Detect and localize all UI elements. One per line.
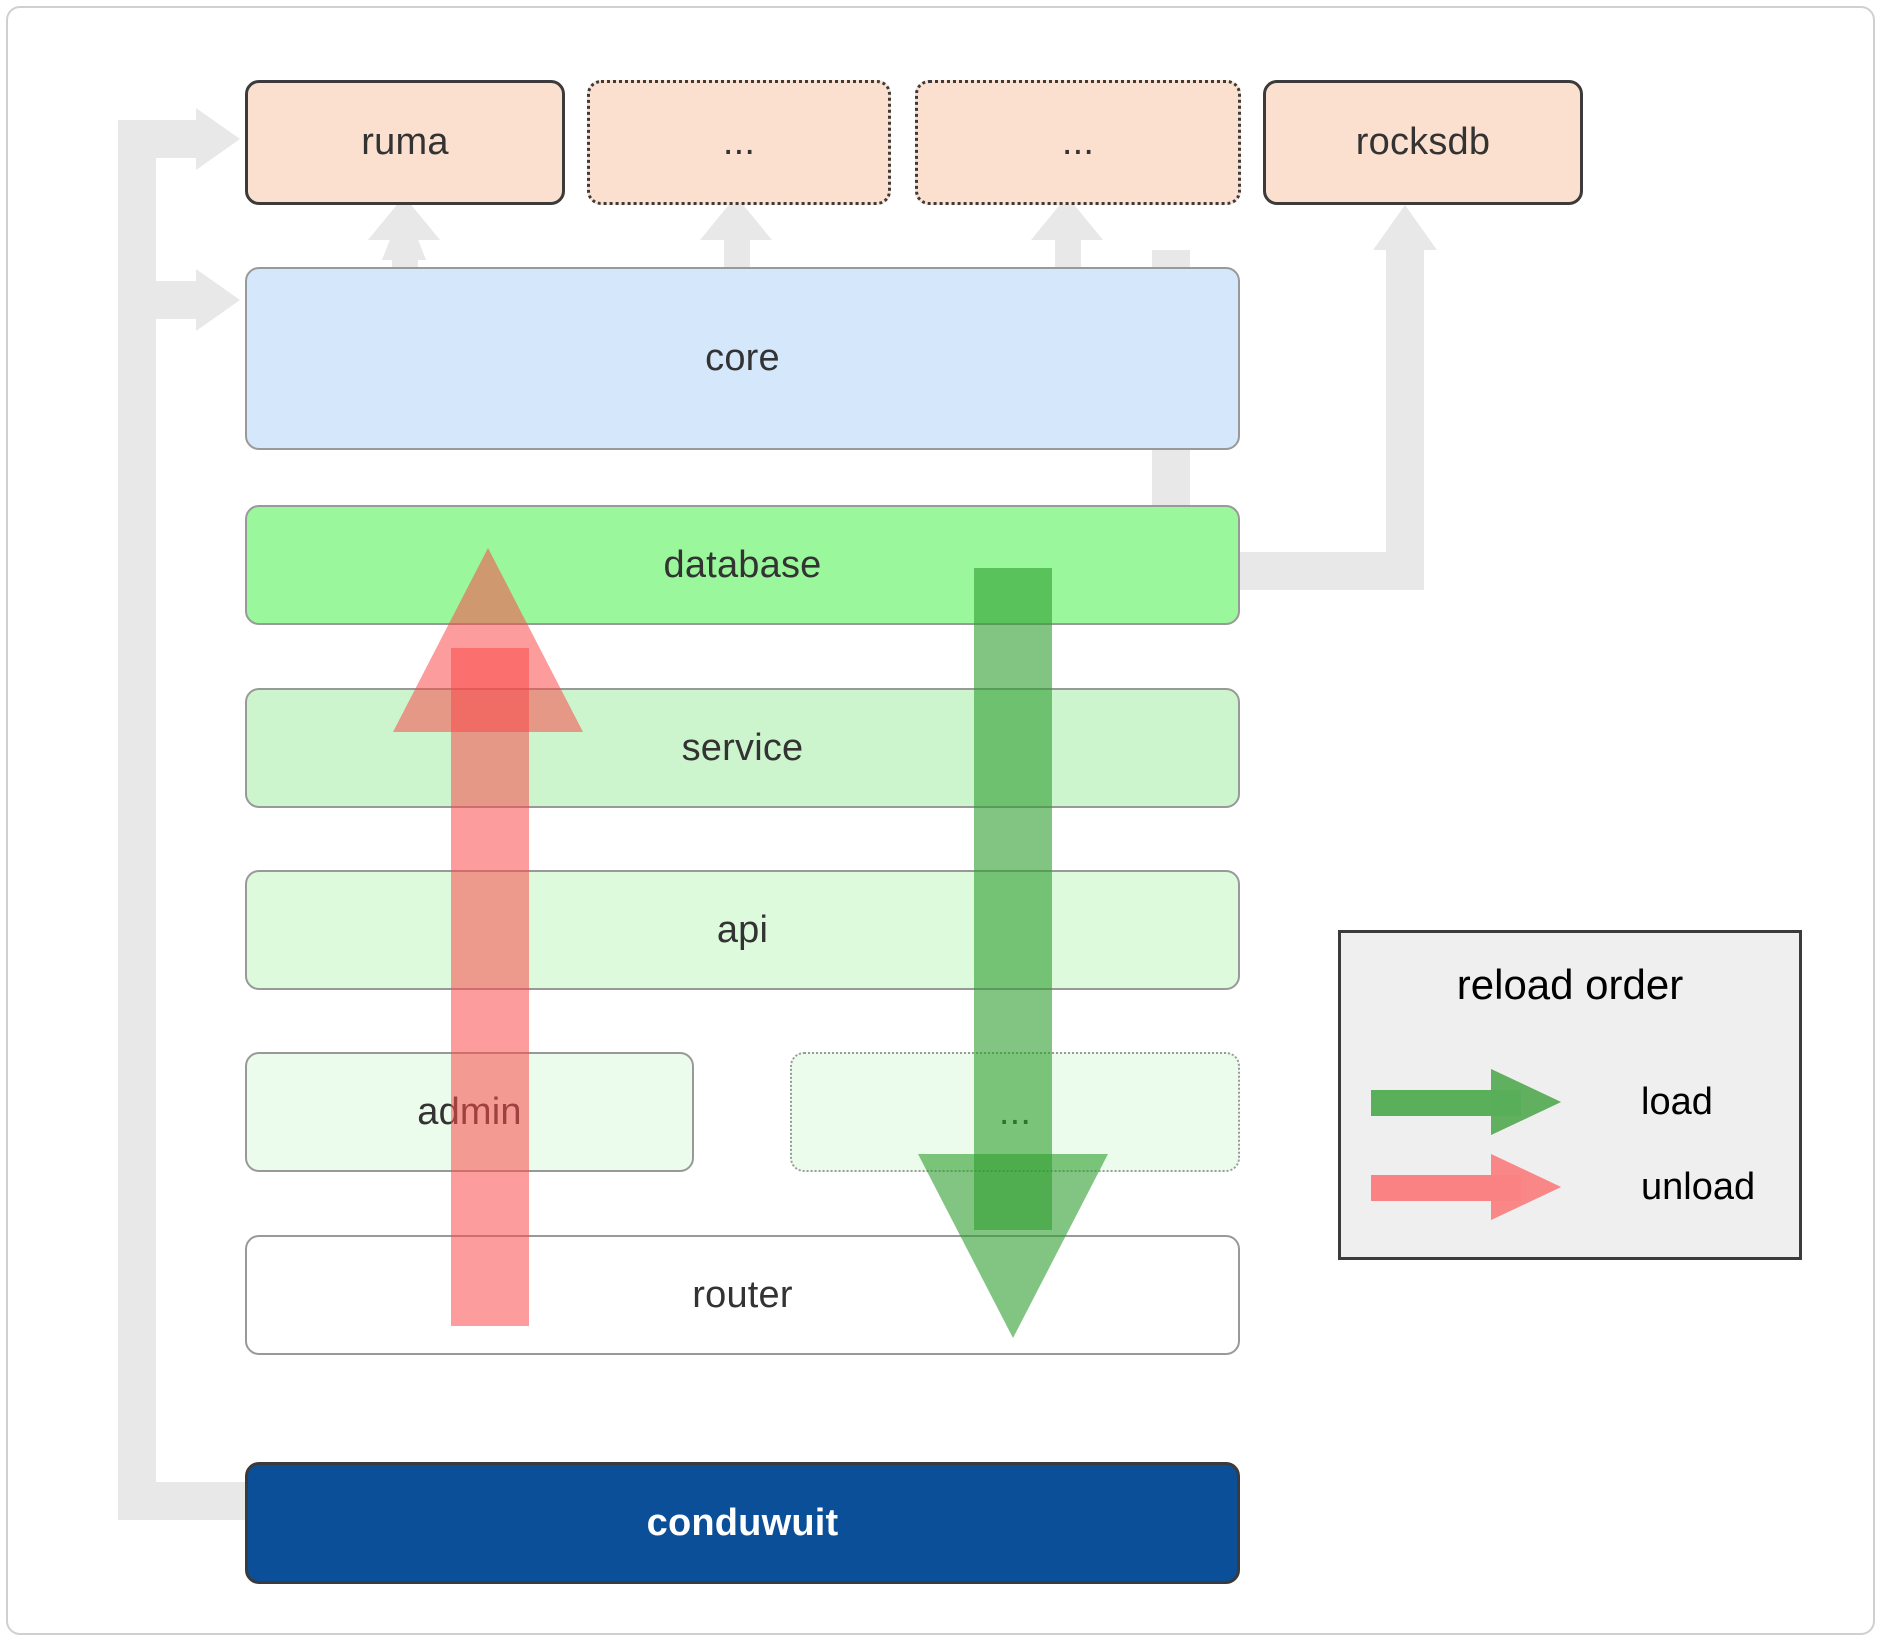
- legend-title: reload order: [1456, 961, 1684, 1008]
- module-box-ellipsis-2[interactable]: ...: [915, 80, 1241, 205]
- module-box-admin[interactable]: admin: [245, 1052, 694, 1172]
- module-box-service[interactable]: service: [245, 688, 1240, 808]
- diagram-frame: [6, 6, 1875, 1635]
- legend-unload-arrow-icon: [1371, 1154, 1561, 1220]
- legend-label-load: load: [1641, 1081, 1713, 1123]
- root-label: conduwuit: [646, 1501, 839, 1544]
- module-label: rocksdb: [1355, 121, 1491, 163]
- module-box-ruma[interactable]: ruma: [245, 80, 565, 205]
- module-box-ellipsis-1[interactable]: ...: [587, 80, 891, 205]
- module-box-router[interactable]: router: [245, 1235, 1240, 1355]
- module-box-ellipsis-3[interactable]: ...: [790, 1052, 1240, 1172]
- module-label: service: [681, 726, 804, 769]
- module-label: router: [692, 1273, 793, 1316]
- module-label: ruma: [361, 121, 449, 163]
- root-box-conduwuit[interactable]: conduwuit: [245, 1462, 1240, 1584]
- module-box-rocksdb[interactable]: rocksdb: [1263, 80, 1583, 205]
- legend-panel: reload order load unload: [1338, 930, 1802, 1260]
- module-label: database: [663, 543, 822, 586]
- legend-load-arrow-icon: [1371, 1069, 1561, 1135]
- module-label: ...: [998, 1090, 1032, 1133]
- module-label: api: [716, 908, 769, 951]
- legend-label-unload: unload: [1641, 1166, 1756, 1208]
- module-label: ...: [1061, 121, 1095, 163]
- module-box-database[interactable]: database: [245, 505, 1240, 625]
- module-label: ...: [722, 121, 756, 163]
- module-label: admin: [417, 1090, 522, 1133]
- module-box-api[interactable]: api: [245, 870, 1240, 990]
- module-label: core: [705, 337, 780, 379]
- module-box-core[interactable]: core: [245, 267, 1240, 450]
